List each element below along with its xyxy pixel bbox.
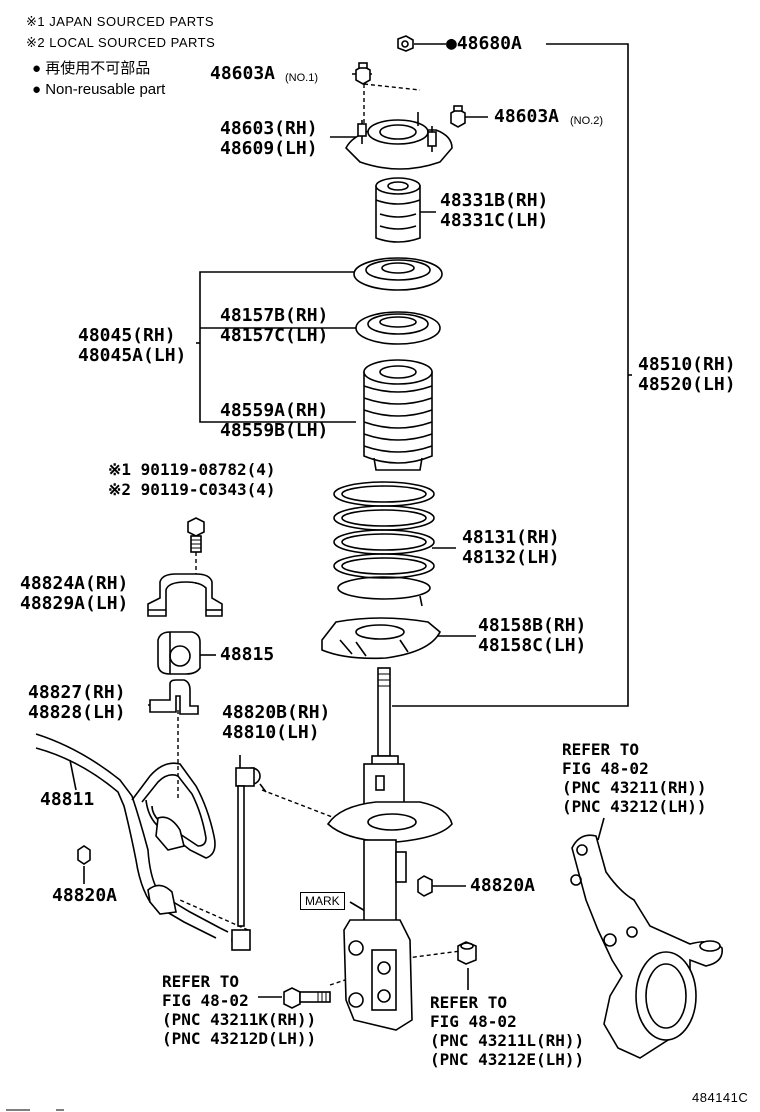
link-nut-left-icon	[77, 845, 91, 865]
part-label-90119-08782[interactable]: ※1 90119-08782(4)	[108, 460, 276, 479]
ref-nut-line-2[interactable]: FIG 48-02	[430, 1012, 517, 1031]
part-label-48603A-no1[interactable]: 48603A	[210, 63, 276, 84]
hex-nut-48680A-icon	[397, 35, 414, 52]
ref-nut-line-1[interactable]: REFER TO	[430, 993, 508, 1012]
note-japan-sourced: ※1 JAPAN SOURCED PARTS	[26, 14, 215, 29]
part-label-48820A-left[interactable]: 48820A	[52, 885, 118, 906]
bushing-bracket-icon	[147, 573, 223, 617]
part-label-48045A-lh[interactable]: 48045A(LH)	[78, 345, 187, 366]
part-label-48520-lh[interactable]: 48520(LH)	[638, 374, 736, 395]
stabilizer-link-icon	[219, 767, 267, 951]
ref-knuckle-line-1[interactable]: REFER TO	[562, 740, 640, 759]
part-label-48158B-rh[interactable]: 48158B(RH)	[478, 615, 587, 636]
note-nonreusable-en: ● Non-reusable part	[32, 81, 166, 98]
part-label-48829A-lh[interactable]: 48829A(LH)	[20, 593, 129, 614]
part-label-48827-rh[interactable]: 48827(RH)	[28, 682, 126, 703]
part-label-48331C-lh[interactable]: 48331C(LH)	[440, 210, 549, 231]
part-label-48559A-rh[interactable]: 48559A(RH)	[220, 400, 329, 421]
knuckle-nut-icon	[457, 941, 477, 965]
spring-insulator-icon	[355, 311, 441, 345]
mark-box: MARK	[300, 892, 345, 910]
stabilizer-bushing-icon	[157, 631, 201, 675]
ref-bolt-line-2[interactable]: FIG 48-02	[162, 991, 249, 1010]
part-label-48824A-rh[interactable]: 48824A(RH)	[20, 573, 129, 594]
part-label-48132-lh[interactable]: 48132(LH)	[462, 547, 560, 568]
coil-spring-icon	[333, 481, 435, 607]
lower-spring-seat-icon	[321, 617, 441, 660]
ref-knuckle-line-4[interactable]: (PNC 43212(LH))	[562, 797, 707, 816]
part-label-48680A[interactable]: ●48680A	[446, 33, 522, 54]
steering-knuckle-icon	[570, 834, 723, 1059]
part-label-90119-C0343[interactable]: ※2 90119-C0343(4)	[108, 480, 276, 499]
ref-knuckle-line-3[interactable]: (PNC 43211(RH))	[562, 778, 707, 797]
dust-boot-icon	[363, 359, 433, 471]
part-tag-no1: (NO.1)	[285, 72, 318, 84]
part-label-48603A-no2[interactable]: 48603A	[494, 106, 560, 127]
part-label-48609-lh[interactable]: 48609(LH)	[220, 138, 318, 159]
part-label-48820B-rh[interactable]: 48820B(RH)	[222, 702, 331, 723]
hex-nut-48603A-no1-icon	[355, 62, 371, 85]
part-label-48828-lh[interactable]: 48828(LH)	[28, 702, 126, 723]
bump-stopper-icon	[375, 177, 421, 243]
hex-nut-48603A-no2-icon	[450, 105, 466, 128]
ref-nut-line-4[interactable]: (PNC 43212E(LH))	[430, 1050, 585, 1069]
part-label-48815[interactable]: 48815	[220, 644, 275, 665]
part-label-48157B-rh[interactable]: 48157B(RH)	[220, 305, 329, 326]
part-label-48131-rh[interactable]: 48131(RH)	[462, 527, 560, 548]
leader-lines	[69, 43, 632, 998]
strut-mount-support-icon	[345, 112, 453, 170]
ref-bolt-line-4[interactable]: (PNC 43212D(LH))	[162, 1029, 317, 1048]
part-label-48510-rh[interactable]: 48510(RH)	[638, 354, 736, 375]
note-local-sourced: ※2 LOCAL SOURCED PARTS	[26, 35, 216, 50]
stabilizer-bar-icon	[35, 733, 221, 939]
part-label-48158C-lh[interactable]: 48158C(LH)	[478, 635, 587, 656]
part-label-48157C-lh[interactable]: 48157C(LH)	[220, 325, 329, 346]
part-label-48810-lh[interactable]: 48810(LH)	[222, 722, 320, 743]
ref-knuckle-line-2[interactable]: FIG 48-02	[562, 759, 649, 778]
knuckle-bolt-icon	[283, 987, 331, 1009]
part-label-48045-rh[interactable]: 48045(RH)	[78, 325, 176, 346]
diagram-id: 484141C	[692, 1090, 749, 1105]
shock-absorber-icon	[326, 667, 453, 1031]
link-nut-right-icon	[417, 875, 433, 897]
part-label-48811[interactable]: 48811	[40, 789, 95, 810]
part-tag-no2: (NO.2)	[570, 115, 603, 127]
part-label-48603-rh[interactable]: 48603(RH)	[220, 118, 318, 139]
part-label-48820A-right[interactable]: 48820A	[470, 875, 536, 896]
part-label-48331B-rh[interactable]: 48331B(RH)	[440, 190, 549, 211]
ref-bolt-line-3[interactable]: (PNC 43211K(RH))	[162, 1010, 317, 1029]
bracket-bolt-icon	[187, 517, 205, 553]
ref-bolt-line-1[interactable]: REFER TO	[162, 972, 240, 991]
upper-spring-seat-icon	[353, 257, 443, 291]
note-nonreusable-jp: ● 再使用不可部品	[32, 60, 151, 77]
part-label-48559B-lh[interactable]: 48559B(LH)	[220, 420, 329, 441]
stabilizer-clamp-icon	[149, 679, 199, 715]
ref-nut-line-3[interactable]: (PNC 43211L(RH))	[430, 1031, 585, 1050]
